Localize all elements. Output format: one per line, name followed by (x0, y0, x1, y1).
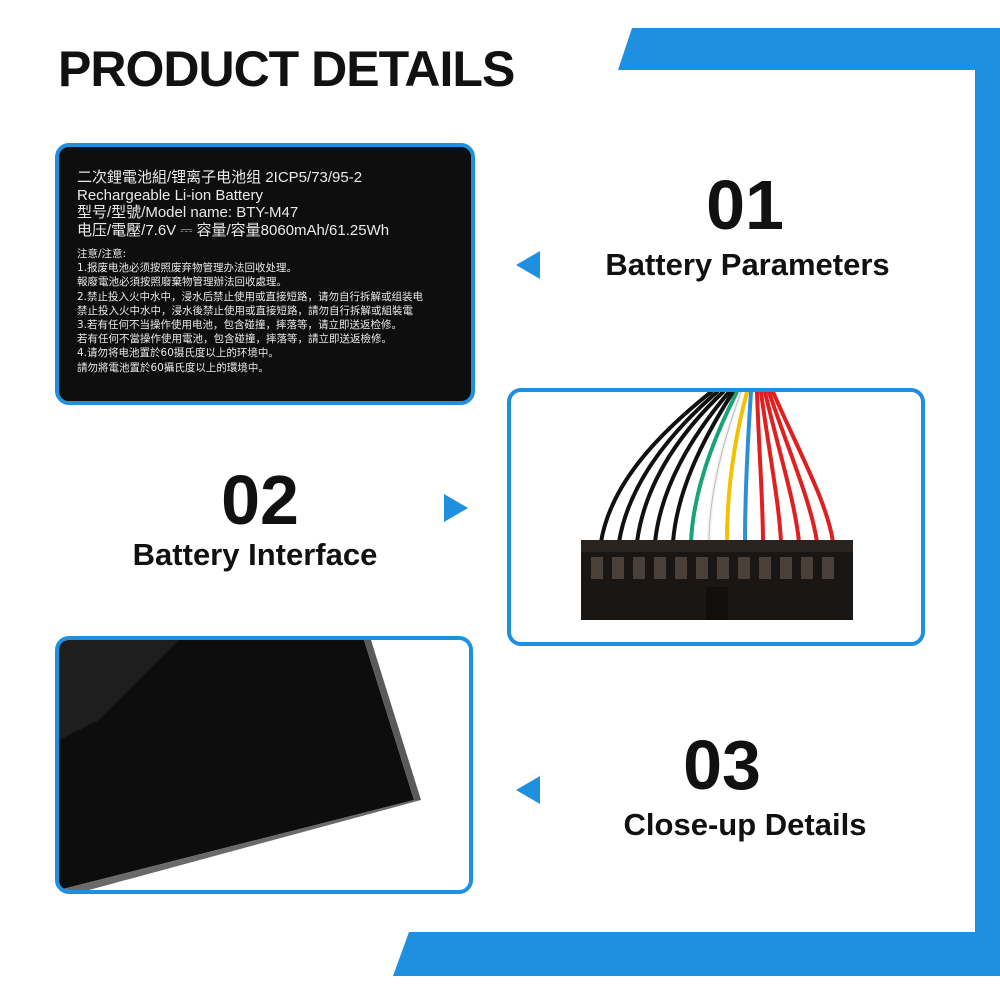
label-note: 禁止投入火中水中，浸水後禁止使用或直接短路，請勿自行拆解或組裝電 (77, 304, 413, 317)
closeup-illustration (59, 640, 421, 890)
label-line: 型号/型號/Model name: BTY-M47 (77, 204, 299, 221)
battery-label-photo: 二次鋰電池組/锂离子电池组 2ICP5/73/95-2 Rechargeable… (55, 143, 475, 405)
arrow-left-icon (516, 251, 540, 279)
label-note: 注意/注意: (77, 248, 127, 260)
label-line: Rechargeable Li-ion Battery (77, 186, 263, 204)
arrow-right-icon (444, 494, 468, 522)
connector-illustration (581, 392, 853, 620)
label-line: 二次鋰電池組/锂离子电池组 2ICP5/73/95-2 (77, 169, 363, 186)
label-note: 4.请勿将电池置於60摄氏度以上的环境中。 (77, 347, 279, 360)
label-note: 2.禁止投入火中水中，浸水后禁止使用或直接短路，请勿自行拆解或组装电 (77, 290, 424, 303)
battery-label-text: 二次鋰電池組/锂离子电池组 2ICP5/73/95-2 Rechargeable… (77, 169, 471, 375)
label-note: 1.报废电池必须按照废弃物管理办法回收处理。 (77, 262, 298, 275)
label-note: 報廢電池必須按照廢棄物管理辦法回收處理。 (77, 276, 287, 289)
label-note: 請勿將電池置於60攝氏度以上的環境中。 (77, 361, 269, 374)
page-title: PRODUCT DETAILS (58, 41, 515, 97)
battery-closeup-photo (55, 636, 473, 894)
label-note: 若有任何不當操作使用電池，包含碰撞，摔落等，請立即送返檢修。 (77, 333, 392, 346)
section-caption: Battery Parameters (605, 247, 890, 282)
section-number: 02 (221, 461, 299, 539)
section-number: 03 (683, 726, 761, 804)
section-caption: Close-up Details (623, 807, 867, 842)
arrow-left-icon (516, 776, 540, 804)
label-line: 电压/電壓/7.6V ⎓ 容量/容量8060mAh/61.25Wh (77, 221, 390, 239)
section-number: 01 (706, 166, 784, 244)
battery-connector-photo (507, 388, 925, 646)
label-note: 3.若有任何不当操作使用电池，包含碰撞，摔落等，请立即送返检修。 (77, 319, 403, 332)
section-caption: Battery Interface (132, 537, 378, 572)
